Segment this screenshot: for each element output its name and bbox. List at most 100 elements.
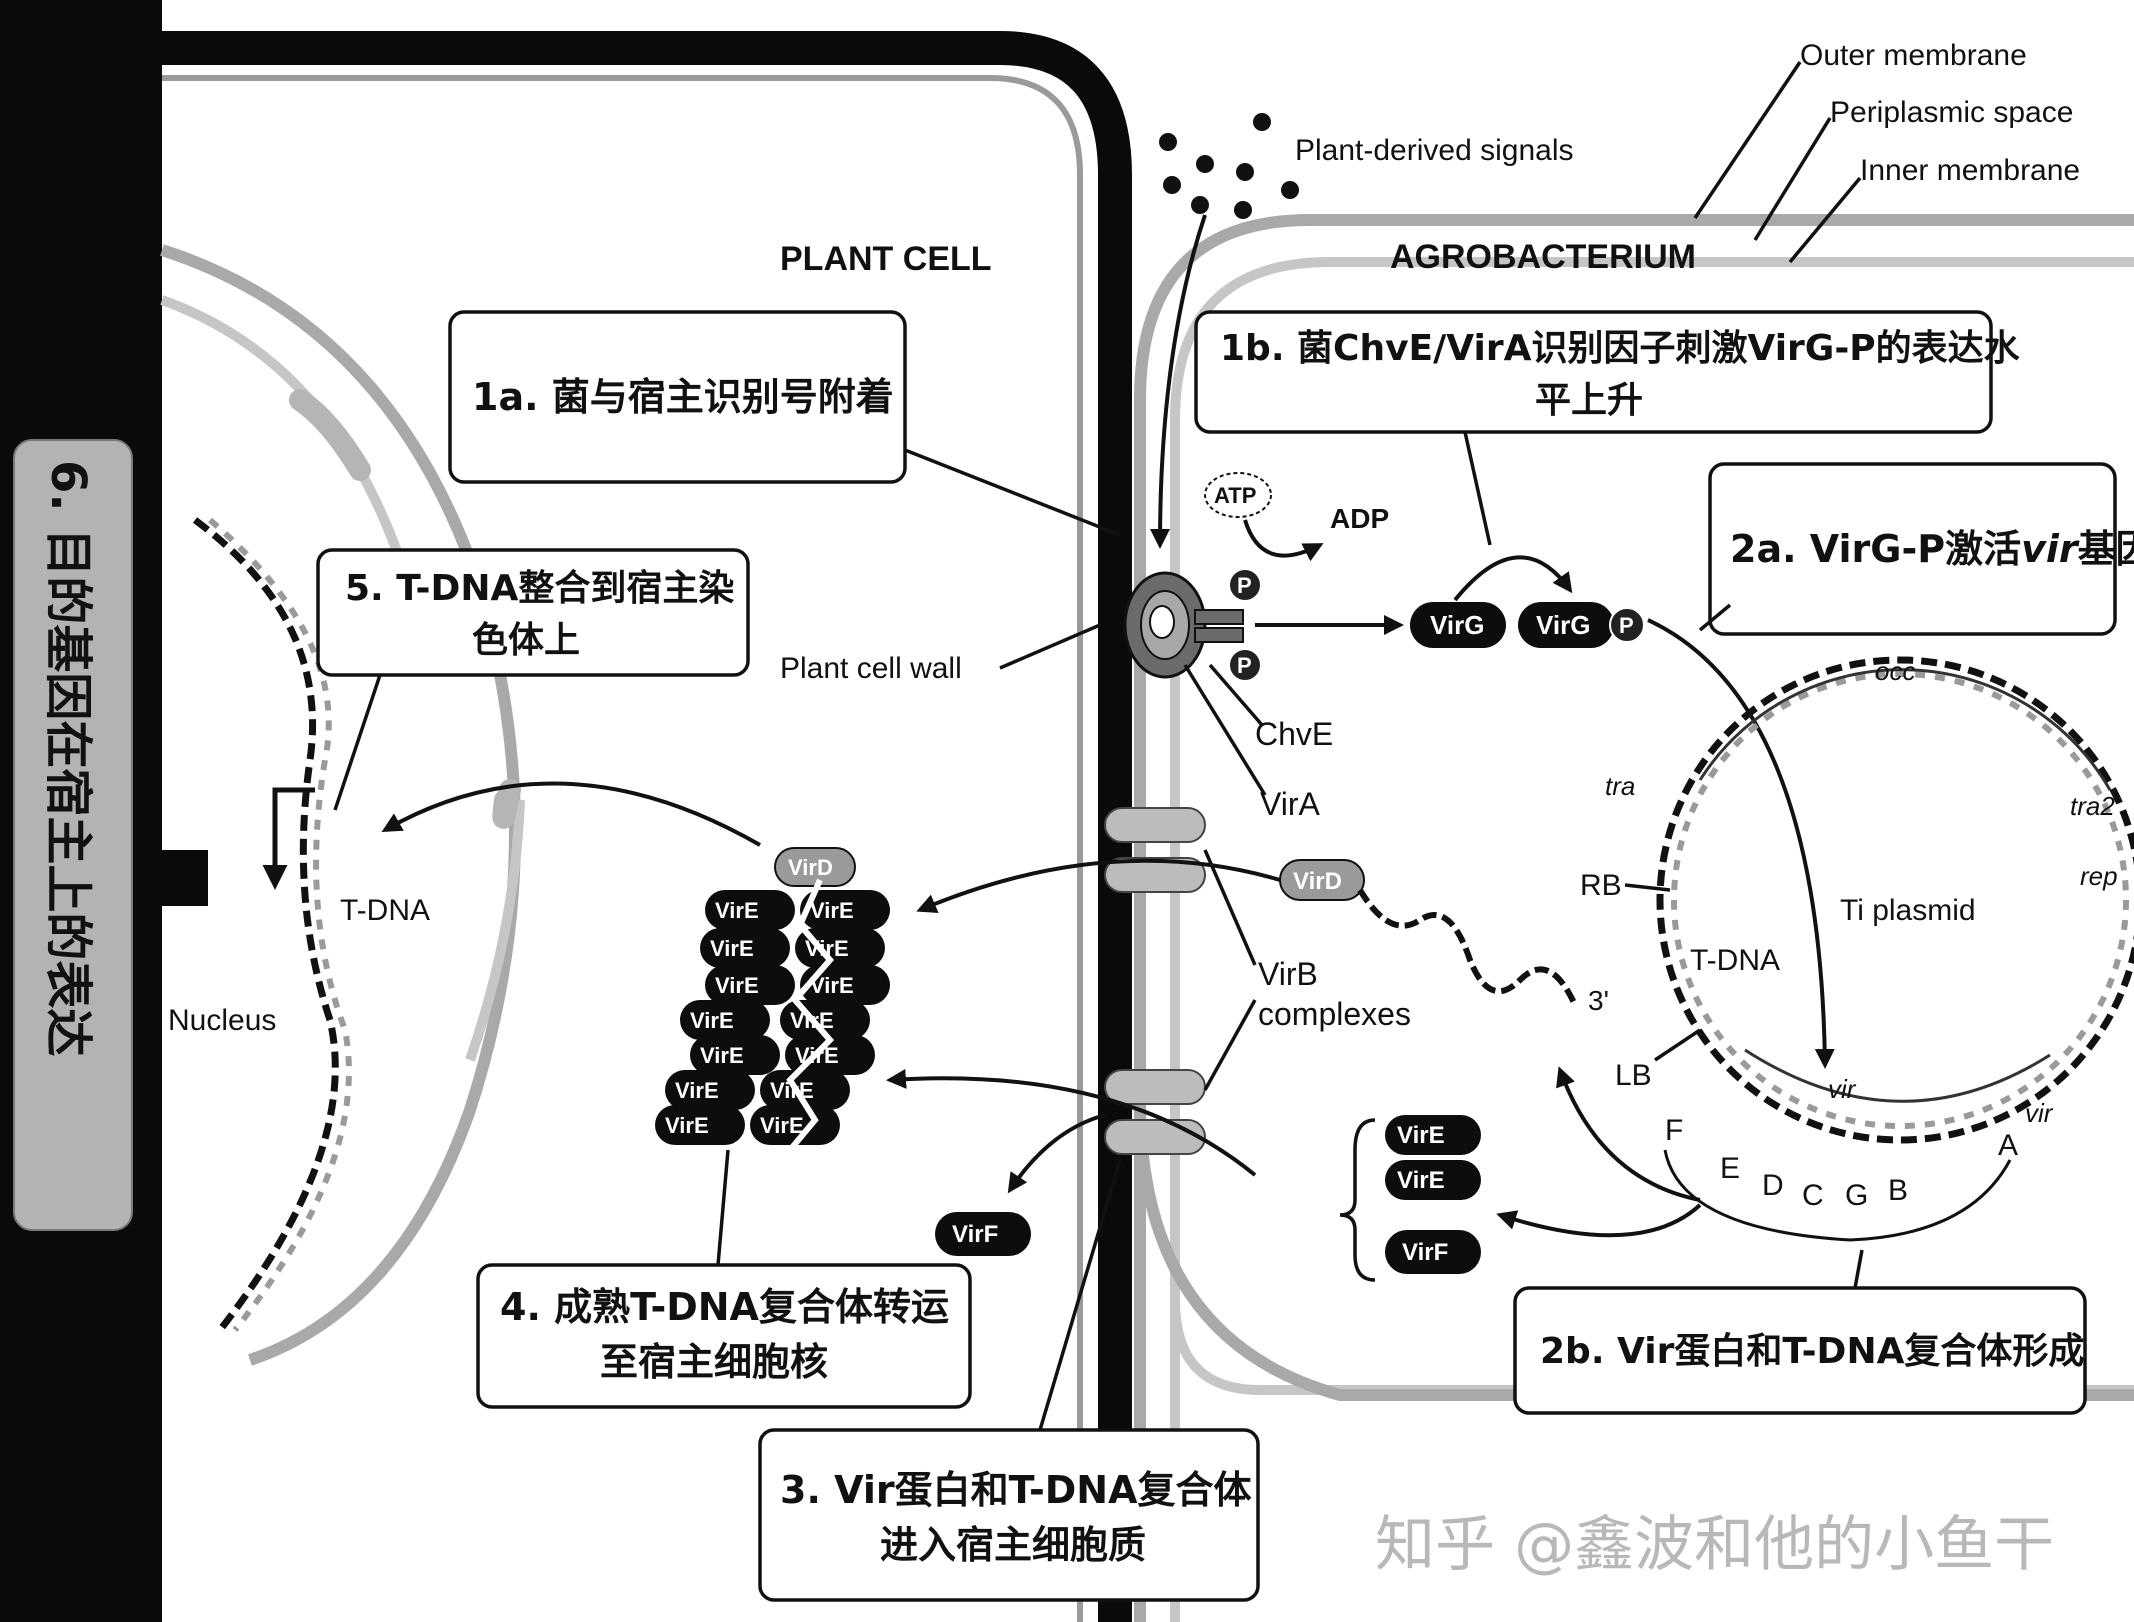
gene-e: E <box>1720 1152 1740 1185</box>
t-strand-in-complex <box>786 878 835 1152</box>
virb-label-line1: VirB <box>1258 956 1318 992</box>
cell-wall-leader <box>999 623 1101 670</box>
virg-phosphate-icon <box>1609 607 1645 643</box>
vira-label: VirA <box>1260 786 1321 822</box>
vir-bracket <box>1663 1149 2012 1242</box>
phosphate-bottom-label: P <box>1237 653 1252 678</box>
vir-outer-label: vir <box>2025 1098 2054 1128</box>
bacteria-bottom-membrane <box>1170 1299 2134 1395</box>
step1b-text-line2: 平上升 <box>1535 380 1643 421</box>
step4-text-line2: 至宿主细胞核 <box>600 1340 828 1384</box>
step2b-box <box>1513 1286 2087 1415</box>
bacteria-outer-bottom <box>1134 1099 2134 1401</box>
tra2-label: tra2 <box>2070 791 2115 821</box>
step1b-text-line1: 1b. 菌ChvE/VirA识别因子刺激VirG-P的表达水 <box>1220 328 2021 369</box>
t-complex-cluster: VirD VirE VirE VirE VirE VirE VirE VirE … <box>655 847 890 1152</box>
periplasmic-space-label: Periplasmic space <box>1830 96 2073 129</box>
occ-label: occ <box>1875 656 1915 686</box>
plant-cell-wall-label: Plant cell wall <box>780 652 962 685</box>
vird2-bacteria-label: VirD <box>1293 868 1342 895</box>
virb-label-line2: complexes <box>1258 996 1411 1032</box>
gene-f: F <box>1665 1114 1683 1147</box>
lb-leader <box>1654 1028 1701 1062</box>
tcomplex-pill-5 <box>705 965 795 1005</box>
virf-bacteria-label: VirF <box>1402 1239 1448 1266</box>
tcomplex-pill-3-label: VirE <box>710 936 754 961</box>
complex-to-nucleus-arrow <box>381 781 761 847</box>
virg-to-vir-arrow <box>1647 618 1835 1069</box>
lb-label: LB <box>1615 1059 1652 1092</box>
step3-leader <box>1038 1159 1122 1431</box>
vir-to-tstrand-arrow <box>1556 1066 1701 1202</box>
virf-plant-pill <box>935 1212 1031 1256</box>
signal-arrow <box>1150 214 1207 549</box>
inner-membrane-label: Inner membrane <box>1860 154 2080 187</box>
virg-phosphate-label: P <box>1619 613 1634 638</box>
tcomplex-pill-6 <box>800 965 890 1005</box>
bar-notch <box>158 850 208 906</box>
step1a-leader <box>904 448 1121 537</box>
plant-cell-wall-line <box>160 31 1132 1622</box>
tcomplex-pill-2-label: VirE <box>810 898 854 923</box>
tcomplex-pill-14 <box>750 1105 840 1145</box>
phosphate-top-label: P <box>1237 573 1252 598</box>
virg-pill <box>1410 602 1506 648</box>
vira-leader <box>1183 664 1267 796</box>
step1b-box <box>1194 310 1993 434</box>
tcomplex-pill-12 <box>760 1070 850 1110</box>
watermark: 知乎 @鑫波和他的小鱼干 <box>1375 1510 2054 1580</box>
tcomplex-pill-13-label: VirE <box>665 1113 709 1138</box>
step3-text-line2: 进入宿主细胞质 <box>880 1523 1146 1567</box>
step1b-leader <box>1463 431 1492 546</box>
virf-plant-label: VirF <box>952 1221 998 1248</box>
inner-membrane-leader <box>1788 176 1862 264</box>
gene-d: D <box>1762 1169 1784 1202</box>
rep-label: rep <box>2080 861 2118 891</box>
ti-plasmid-strand-a <box>1656 656 2134 1144</box>
step3-text-line1: 3. Vir蛋白和T-DNA复合体 <box>780 1468 1251 1512</box>
tcomplex-pill-13 <box>655 1105 745 1145</box>
ti-plasmid-label: Ti plasmid <box>1840 894 1976 927</box>
tcomplex-pill-11 <box>665 1070 755 1110</box>
chve-vira-receptor <box>1123 571 1244 679</box>
integration-arrow <box>262 787 315 890</box>
plant-cell-label: PLANT CELL <box>780 240 992 278</box>
virg-p-label: VirG <box>1536 610 1590 640</box>
tcomplex-pill-5-label: VirE <box>715 973 759 998</box>
chve-leader <box>1208 663 1264 727</box>
tcomplex-pill-3 <box>700 928 790 968</box>
plant-derived-signals-label: Plant-derived signals <box>1295 134 1573 167</box>
step2b-leader <box>1853 1249 1864 1289</box>
step2a-box <box>1708 462 2117 636</box>
atp-label: ATP <box>1214 483 1256 508</box>
phosphate-bottom-icon <box>1228 648 1262 682</box>
vir-region-arc <box>1744 1048 2051 1103</box>
chve-label: ChvE <box>1255 716 1333 752</box>
step2a-text: 2a. VirG-P激活vir基因 <box>1730 527 2134 571</box>
vire2-bacteria-pill <box>1385 1115 1481 1155</box>
vir-protein-brace <box>1339 1118 1376 1282</box>
vire1-bacteria-pill <box>1385 1160 1481 1200</box>
tcomplex-pill-14-label: VirE <box>760 1113 804 1138</box>
tcomplex-pill-1 <box>705 890 795 930</box>
step4-box <box>476 1263 972 1409</box>
tcomplex-pill-2 <box>800 890 890 930</box>
nucleus-envelope-inner-bottom <box>465 799 525 1062</box>
step5-text-line1: 5. T-DNA整合到宿主染 <box>345 568 734 609</box>
agrobacterium-label: AGROBACTERIUM <box>1390 238 1696 276</box>
step6-label: 6. 目的基因在宿主上的表达 <box>40 460 96 1056</box>
gene-c: C <box>1802 1179 1824 1212</box>
step1a-text: 1a. 菌与宿主识别号附着 <box>472 375 894 419</box>
nucleus-label: Nucleus <box>168 1004 276 1037</box>
step6-panel <box>13 439 133 1231</box>
virb-leaders <box>1203 849 1257 1091</box>
step2a-leader <box>1698 603 1732 632</box>
strand-3prime-label: 3' <box>1588 985 1609 1016</box>
vird2-plant-label: VirD <box>788 855 833 880</box>
vire2-bacteria-label: VirE <box>1397 1122 1445 1149</box>
step4-text-line1: 4. 成熟T-DNA复合体转运 <box>500 1285 949 1329</box>
rb-label: RB <box>1580 869 1622 902</box>
step4-leader <box>716 1149 730 1266</box>
vir-to-proteins-arrow <box>1496 1203 1702 1238</box>
transfer-arrow-bottom <box>886 1068 1257 1177</box>
